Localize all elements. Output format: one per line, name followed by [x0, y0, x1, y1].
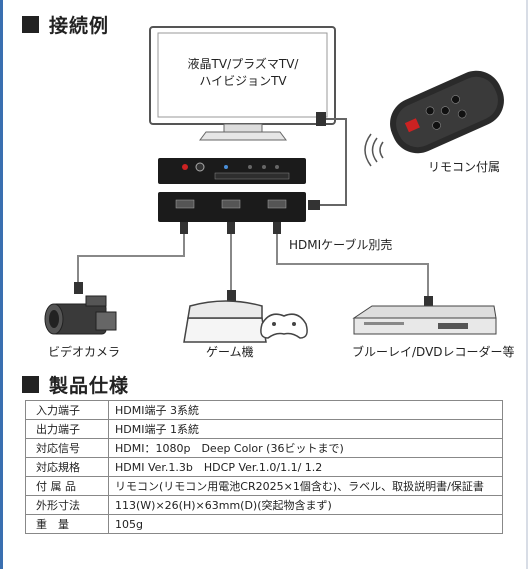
game-console-label: ゲーム機 — [206, 345, 254, 359]
spec-key: 対応信号 — [25, 438, 109, 458]
spec-key: 出力端子 — [25, 419, 109, 439]
spec-value: リモコン(リモコン用電池CR2025×1個含む)、ラベル、取扱説明書/保証書 — [108, 476, 503, 496]
game-console-illustration — [183, 300, 308, 343]
tv-cable — [308, 112, 347, 210]
spec-value: HDMI端子 3系統 — [108, 400, 503, 420]
tv-label-line1: 液晶TV/プラズマTV/ — [187, 57, 299, 71]
section-title-specs: 製品仕様 — [49, 375, 130, 397]
table-row: 対応信号 HDMI：1080p Deep Color (36ビットまで) — [25, 438, 503, 458]
page-right-edge — [526, 0, 528, 569]
connection-diagram — [44, 26, 504, 343]
tv-illustration — [149, 26, 336, 141]
section-header-connection: 接続例 — [22, 11, 109, 38]
table-row: 出力端子 HDMI端子 1系統 — [25, 419, 503, 439]
table-row: 重 量 105g — [25, 514, 503, 534]
recorder-illustration — [352, 305, 497, 335]
spec-value: 105g — [108, 514, 503, 534]
table-row: 外形寸法 113(W)×26(H)×63mm(D)(突起物含まず) — [25, 495, 503, 515]
table-row: 付 属 品 リモコン(リモコン用電池CR2025×1個含む)、ラベル、取扱説明書… — [25, 476, 503, 496]
spec-key: 外形寸法 — [25, 495, 109, 515]
spec-value: HDMI：1080p Deep Color (36ビットまで) — [108, 438, 503, 458]
tv-label: 液晶TV/プラズマTV/ ハイビジョンTV — [168, 56, 318, 90]
switcher-front — [158, 158, 306, 184]
section-bullet-icon — [22, 376, 39, 393]
spec-value: HDMI Ver.1.3b HDCP Ver.1.0/1.1/ 1.2 — [108, 457, 503, 477]
input-cables — [74, 222, 433, 308]
spec-key: 付 属 品 — [25, 476, 109, 496]
remote-illustration — [364, 70, 504, 167]
section-title-connection: 接続例 — [49, 15, 110, 37]
page-left-edge — [0, 0, 3, 569]
spec-value: HDMI端子 1系統 — [108, 419, 503, 439]
spec-key: 重 量 — [25, 514, 109, 534]
remote-label: リモコン付属 — [428, 160, 501, 174]
section-header-specs: 製品仕様 — [22, 371, 129, 398]
spec-table: 入力端子 HDMI端子 3系統 出力端子 HDMI端子 1系統 対応信号 HDM… — [25, 400, 503, 534]
spec-key: 対応規格 — [25, 457, 109, 477]
table-row: 入力端子 HDMI端子 3系統 — [25, 400, 503, 420]
recorder-label: ブルーレイ/DVDレコーダー等 — [352, 345, 515, 359]
camera-label: ビデオカメラ — [48, 345, 121, 359]
table-row: 対応規格 HDMI Ver.1.3b HDCP Ver.1.0/1.1/ 1.2 — [25, 457, 503, 477]
spec-value: 113(W)×26(H)×63mm(D)(突起物含まず) — [108, 495, 503, 515]
tv-label-line2: ハイビジョンTV — [199, 74, 287, 88]
switcher-back — [158, 192, 306, 222]
video-camera-illustration — [44, 295, 117, 335]
cable-label: HDMIケーブル別売 — [289, 238, 393, 252]
spec-key: 入力端子 — [25, 400, 109, 420]
section-bullet-icon — [22, 16, 39, 33]
